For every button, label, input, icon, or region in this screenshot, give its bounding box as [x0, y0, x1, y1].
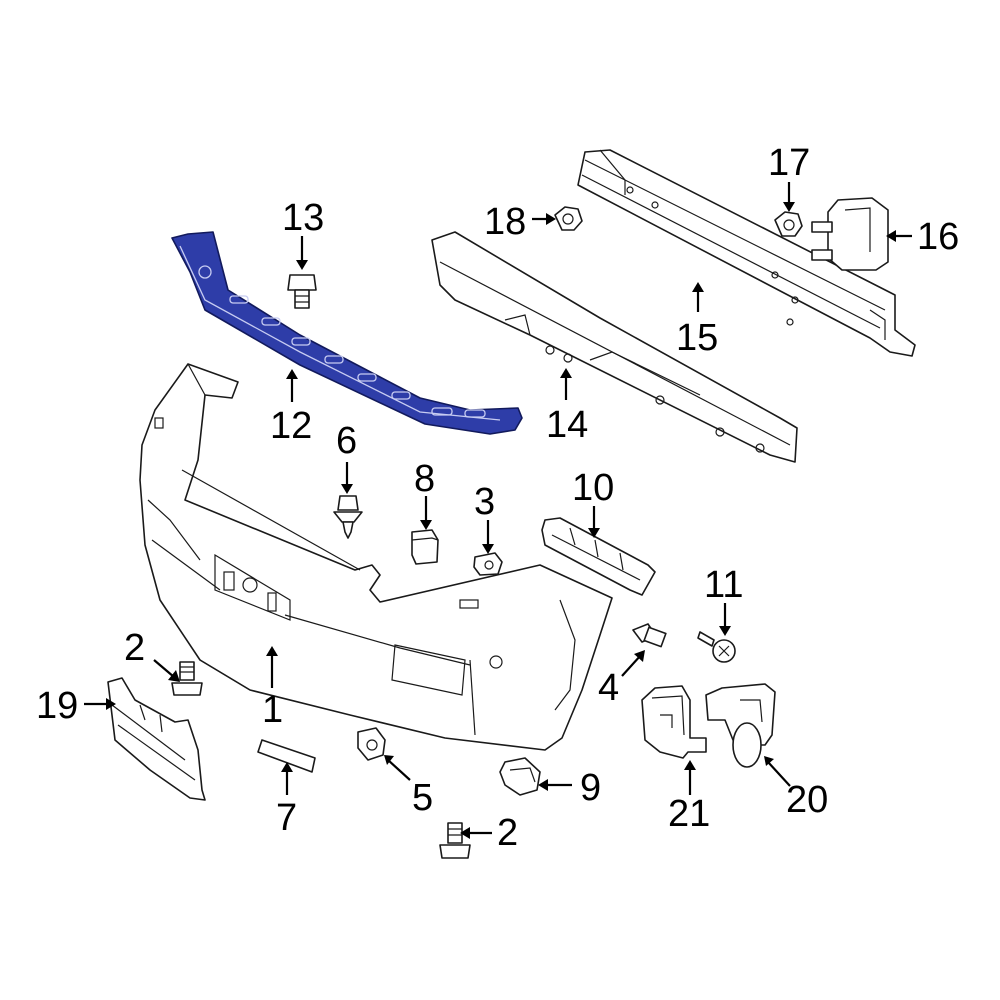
- nut-17: [774, 211, 803, 237]
- callout-8: 8: [414, 458, 435, 500]
- callout-20: 20: [786, 779, 828, 821]
- callout-6: 6: [336, 420, 357, 462]
- push-clip: [333, 495, 363, 539]
- callout-14: 14: [546, 404, 588, 446]
- strip-7: [257, 739, 316, 773]
- sensor-bracket: [641, 685, 707, 759]
- callout-17: 17: [768, 142, 810, 184]
- callout-5: 5: [412, 777, 433, 819]
- callout-12: 12: [270, 405, 312, 447]
- arrow-20: [764, 756, 791, 787]
- callout-16: 16: [917, 216, 959, 258]
- arrow-6: [341, 462, 353, 494]
- callout-labels: 1 2 2 3 4 5 6 7 8 9 10 11 12 13 14 15 16…: [36, 142, 959, 854]
- side-retainer-bracket: [541, 517, 656, 596]
- pad: [411, 529, 439, 565]
- leader-arrows: [84, 182, 912, 839]
- callout-10: 10: [572, 467, 614, 509]
- arrow-14: [560, 368, 572, 400]
- arrow-19: [84, 698, 116, 710]
- clip-5: [357, 727, 386, 761]
- callout-11: 11: [704, 564, 743, 606]
- callout-7: 7: [276, 797, 297, 839]
- arrow-2b: [460, 827, 492, 839]
- reinforcement-bar: [577, 149, 916, 357]
- screw-11: [697, 631, 736, 663]
- callout-9: 9: [580, 767, 601, 809]
- arrow-1: [266, 646, 278, 688]
- arrow-7: [281, 762, 293, 795]
- arrow-2a: [153, 659, 180, 682]
- bolt-4: [632, 623, 667, 648]
- arrow-4: [621, 650, 645, 677]
- callout-2-lower: 2: [497, 812, 518, 854]
- arrow-9: [538, 779, 572, 791]
- arrow-8: [420, 496, 432, 530]
- arrow-10: [588, 506, 600, 538]
- arrow-17: [783, 182, 795, 212]
- callout-21: 21: [668, 793, 710, 835]
- retainer-9: [499, 757, 541, 796]
- bumper-bracket: [811, 197, 889, 271]
- arrow-11: [719, 603, 731, 636]
- side-bracket-left: [107, 677, 206, 801]
- bolt-lower: [439, 822, 471, 859]
- arrow-21: [684, 760, 696, 795]
- bolt-upper-left: [171, 661, 203, 696]
- nut-18: [554, 206, 583, 231]
- callout-3: 3: [474, 481, 495, 523]
- callout-15: 15: [676, 317, 718, 359]
- callout-4: 4: [598, 667, 619, 709]
- callout-19: 19: [36, 685, 78, 727]
- callout-1: 1: [262, 689, 283, 731]
- arrow-12: [286, 369, 298, 402]
- bolt-13: [287, 274, 317, 309]
- upper-bracket-highlighted: [171, 231, 523, 435]
- arrow-18: [532, 213, 556, 225]
- arrow-3: [482, 520, 494, 554]
- callout-2-upper: 2: [124, 627, 145, 669]
- energy-absorber: [431, 231, 798, 463]
- callout-13: 13: [282, 197, 324, 239]
- clip-3: [473, 552, 503, 576]
- sensor: [705, 683, 776, 768]
- callout-18: 18: [484, 201, 526, 243]
- arrow-13: [296, 236, 308, 270]
- arrow-5: [384, 755, 411, 781]
- arrow-16: [886, 230, 912, 242]
- arrow-15: [692, 282, 704, 312]
- bumper-cover: [139, 363, 613, 751]
